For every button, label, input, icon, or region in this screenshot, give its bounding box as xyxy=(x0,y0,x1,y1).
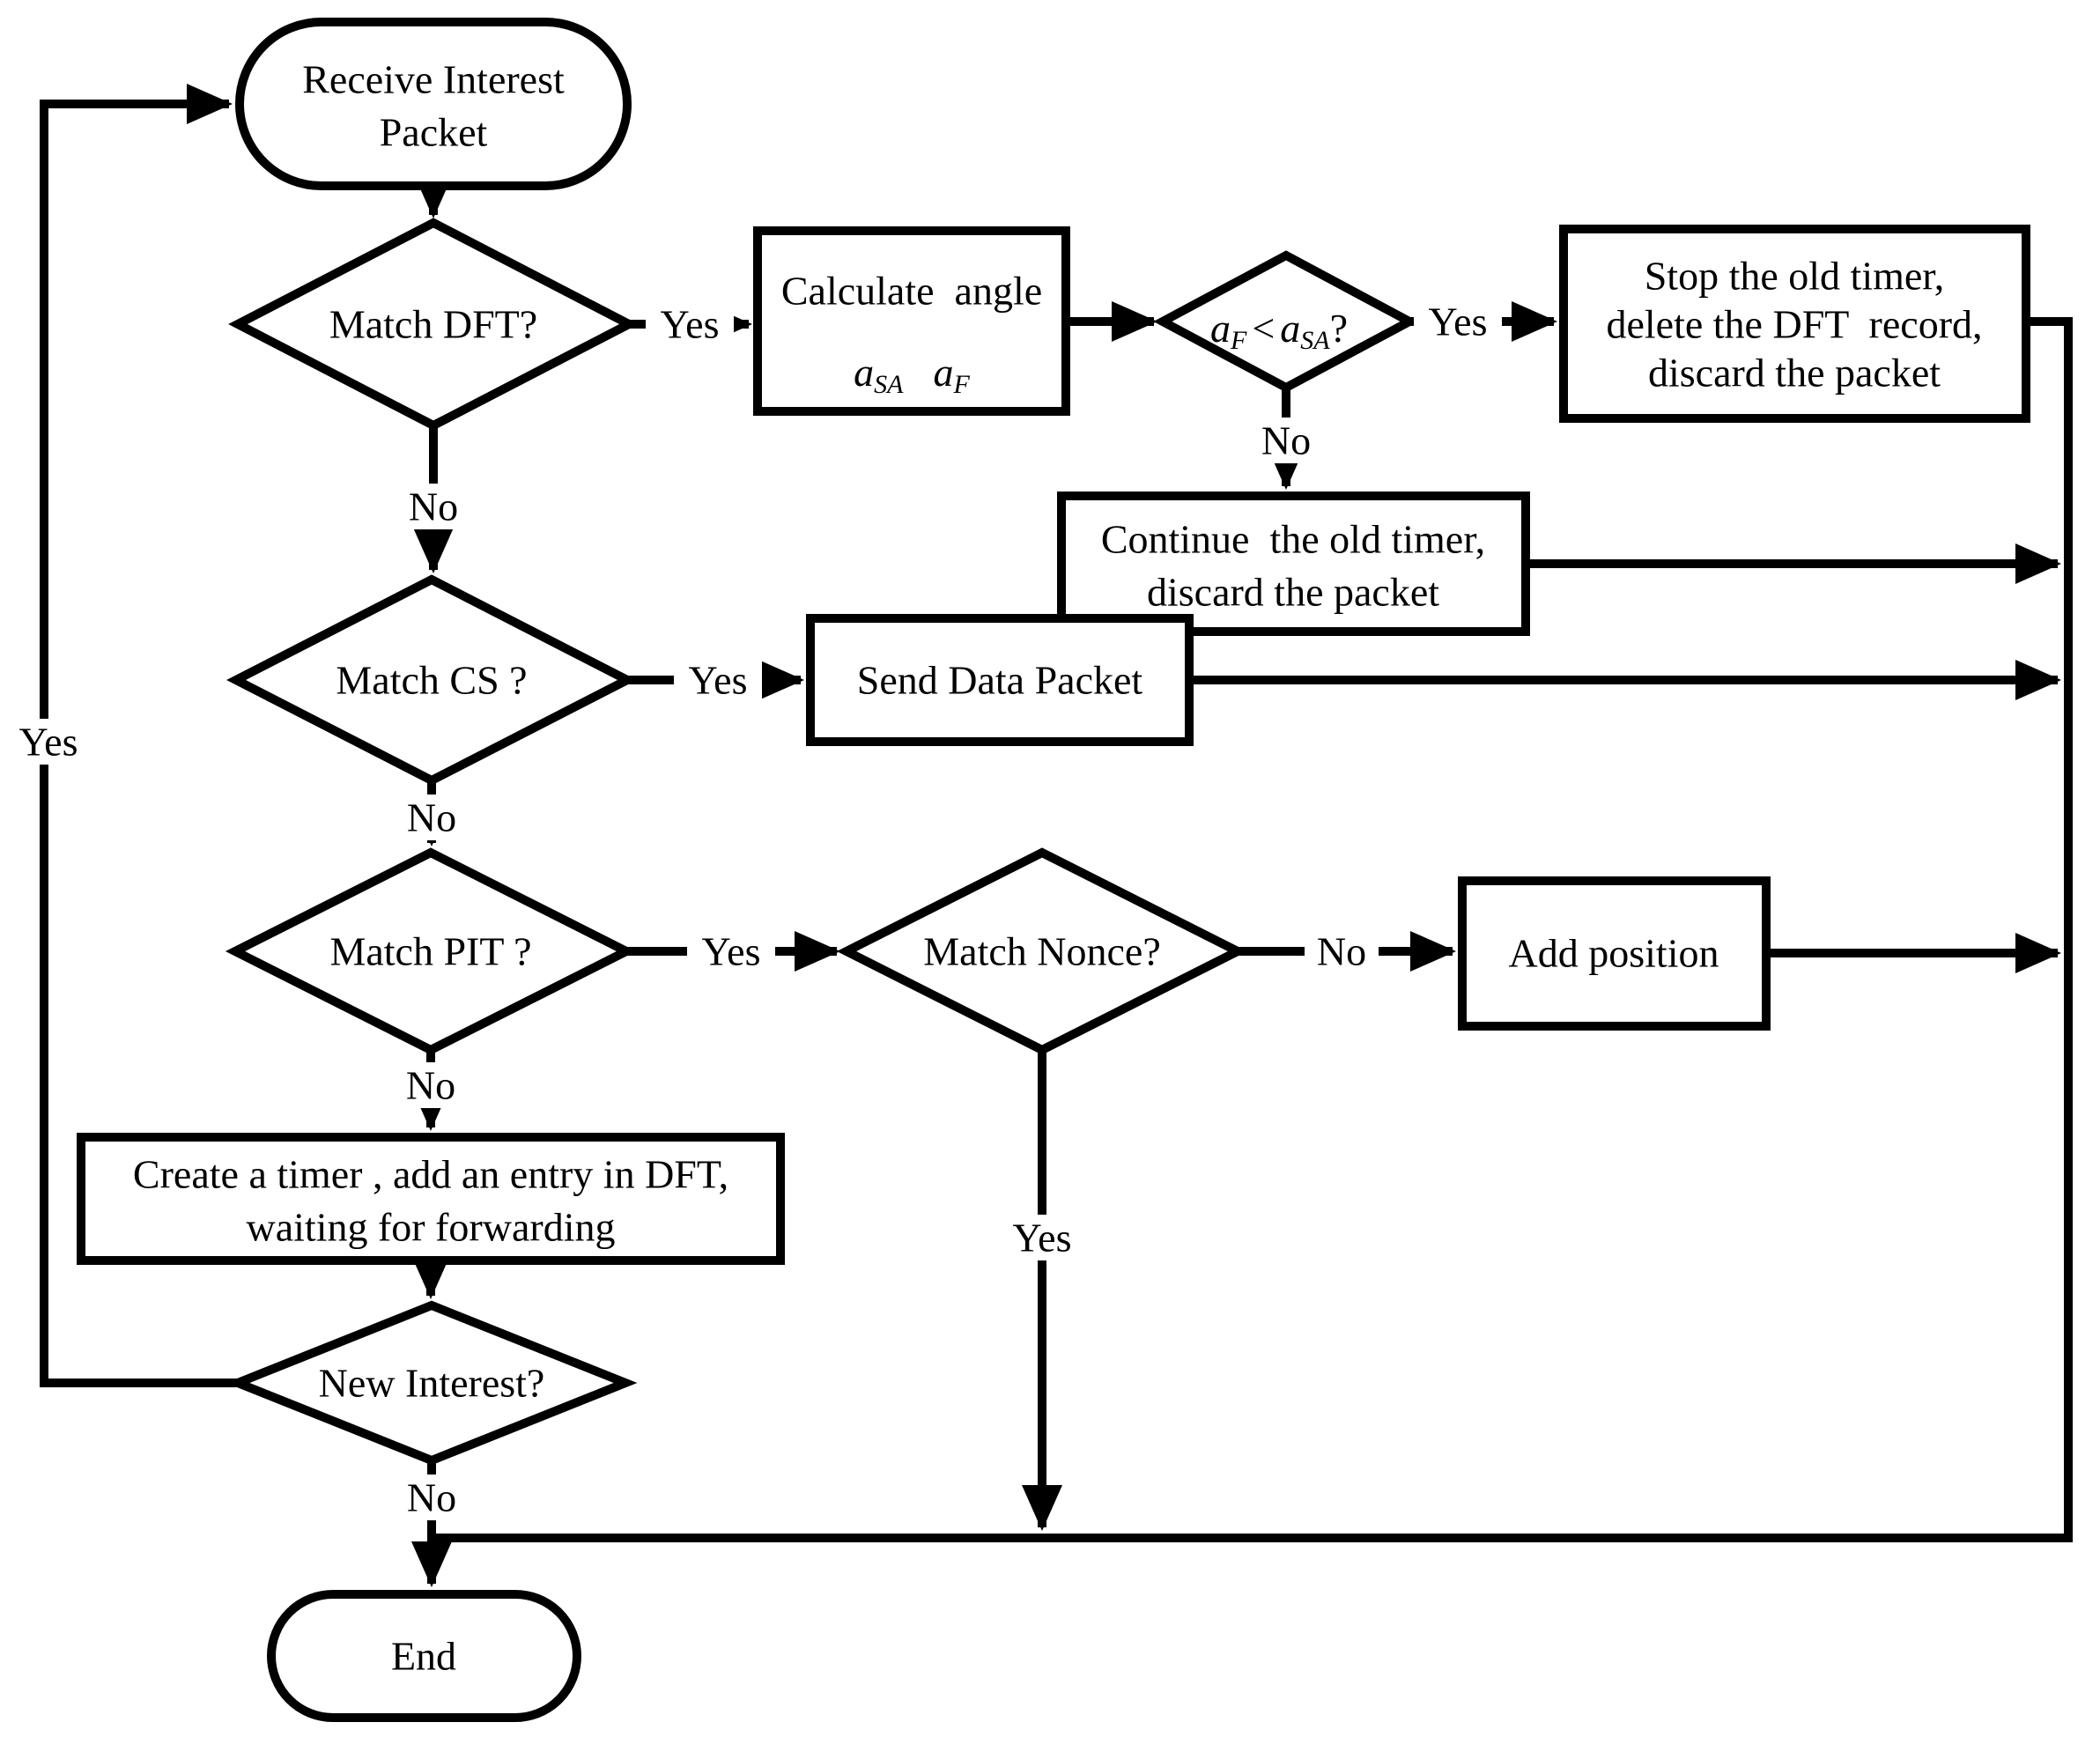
node-new-interest-decision: New Interest? xyxy=(226,1300,638,1466)
edge-label-nonce-yes: Yes xyxy=(998,1215,1086,1260)
decision-shape xyxy=(225,847,637,1055)
label-text: Yes xyxy=(1429,299,1488,344)
node-label: discard the packet xyxy=(1147,570,1439,615)
label-text: No xyxy=(406,1063,455,1108)
edge-label-pit-no: No xyxy=(394,1062,468,1108)
label-text: No xyxy=(1317,929,1366,974)
label-text: Yes xyxy=(689,658,748,703)
label-bg xyxy=(1414,299,1502,344)
less-than-operator: < xyxy=(1252,306,1275,351)
node-label: Match DFT? xyxy=(329,302,537,347)
label-bg xyxy=(687,928,775,974)
edge-label-dft-no: No xyxy=(396,484,470,529)
node-label: Send Data Packet xyxy=(857,658,1143,703)
var-a-sub-f: F xyxy=(953,370,971,399)
edge-label-cs-yes: Yes xyxy=(674,657,762,703)
node-label: discard the packet xyxy=(1648,351,1941,395)
node-angle-compare-decision: aF<aSA? xyxy=(1153,250,1419,393)
node-label: Continue the old timer, xyxy=(1101,517,1485,562)
node-match-cs-decision: Match CS ? xyxy=(226,574,637,786)
label-text: No xyxy=(407,1475,456,1520)
node-send-data-process: Send Data Packet xyxy=(806,614,1194,746)
node-label: Match Nonce? xyxy=(923,929,1161,974)
node-label: waiting for forwarding xyxy=(247,1205,616,1250)
label-text: No xyxy=(1261,418,1311,463)
node-math-label: aF<aSA? xyxy=(1210,306,1348,355)
decision-shape xyxy=(226,574,637,786)
edge-labels: Yes No Yes No Yes No Yes No xyxy=(4,299,1502,1520)
process-shape xyxy=(1458,876,1771,1031)
var-a: a xyxy=(934,350,954,395)
label-text: No xyxy=(409,484,458,529)
process-shape xyxy=(1559,225,2030,423)
label-bg xyxy=(674,657,762,703)
edge-label-angle-yes: Yes xyxy=(1414,299,1502,344)
question-mark: ? xyxy=(1330,306,1348,351)
terminal-shape xyxy=(267,1590,581,1722)
node-label: New Interest? xyxy=(319,1361,545,1406)
edge-label-cs-no: No xyxy=(395,795,469,840)
label-bg xyxy=(1305,928,1379,974)
node-stop-timer-process: Stop the old timer, delete the DFT recor… xyxy=(1559,225,2030,423)
node-label: End xyxy=(391,1634,456,1679)
process-shape xyxy=(1057,492,1530,636)
node-create-timer-process: Create a timer , add an entry in DFT, wa… xyxy=(77,1133,785,1265)
var-a-sub-sa: SA xyxy=(1300,326,1330,355)
node-end-terminal: End xyxy=(267,1590,581,1722)
node-label: Packet xyxy=(380,110,488,155)
node-match-nonce-decision: Match Nonce? xyxy=(836,847,1248,1055)
edge-label-dft-yes: Yes xyxy=(646,301,734,347)
node-label: Receive Interest xyxy=(302,57,565,102)
decision-shape xyxy=(228,218,639,431)
label-bg xyxy=(1249,418,1323,463)
terminal-shape xyxy=(235,18,632,190)
node-add-position-process: Add position xyxy=(1458,876,1771,1031)
label-bg xyxy=(396,484,470,529)
decision-shape xyxy=(226,1300,638,1466)
label-bg xyxy=(395,1475,469,1520)
var-a-sub-sa: SA xyxy=(874,370,904,399)
label-text: Yes xyxy=(661,302,720,347)
edge-label-newinterest-no: No xyxy=(395,1475,469,1520)
process-shape xyxy=(806,614,1194,746)
decision-shape xyxy=(1153,250,1419,393)
node-label: Match CS ? xyxy=(336,658,527,703)
var-a: a xyxy=(1210,306,1231,351)
process-shape xyxy=(753,226,1070,416)
var-a-sub-f: F xyxy=(1230,326,1247,355)
label-bg xyxy=(394,1062,468,1108)
node-label: Add position xyxy=(1509,931,1719,976)
label-bg xyxy=(998,1215,1086,1260)
label-bg xyxy=(646,301,734,347)
node-label: Create a timer , add an entry in DFT, xyxy=(133,1152,728,1197)
node-receive-interest-terminal: Receive Interest Packet xyxy=(235,18,632,190)
var-a: a xyxy=(854,350,874,395)
edge-label-loop-yes: Yes xyxy=(4,719,96,765)
node-match-dft-decision: Match DFT? xyxy=(228,218,639,431)
edge-collector-line xyxy=(433,317,2073,1542)
edge-label-pit-yes: Yes xyxy=(687,928,775,974)
node-label: Stop the old timer, xyxy=(1645,254,1945,299)
edge-label-nonce-no: No xyxy=(1305,928,1379,974)
label-text: Yes xyxy=(19,720,78,765)
node-match-pit-decision: Match PIT ? xyxy=(225,847,637,1055)
process-shape xyxy=(77,1133,785,1265)
node-label: delete the DFT record, xyxy=(1606,302,1982,347)
label-text: Yes xyxy=(1013,1216,1072,1260)
label-text: No xyxy=(407,795,456,840)
node-label: Match PIT ? xyxy=(329,929,531,974)
label-text: Yes xyxy=(702,929,761,974)
node-continue-timer-process: Continue the old timer, discard the pack… xyxy=(1057,492,1530,636)
nodes: Receive Interest Packet Match DFT? Calcu… xyxy=(77,18,2030,1722)
var-a: a xyxy=(1280,306,1300,351)
label-bg xyxy=(395,795,469,840)
node-label: Calculate angle xyxy=(781,269,1042,314)
label-bg xyxy=(4,719,96,765)
decision-shape xyxy=(836,847,1248,1055)
edge-label-angle-no: No xyxy=(1249,418,1323,463)
